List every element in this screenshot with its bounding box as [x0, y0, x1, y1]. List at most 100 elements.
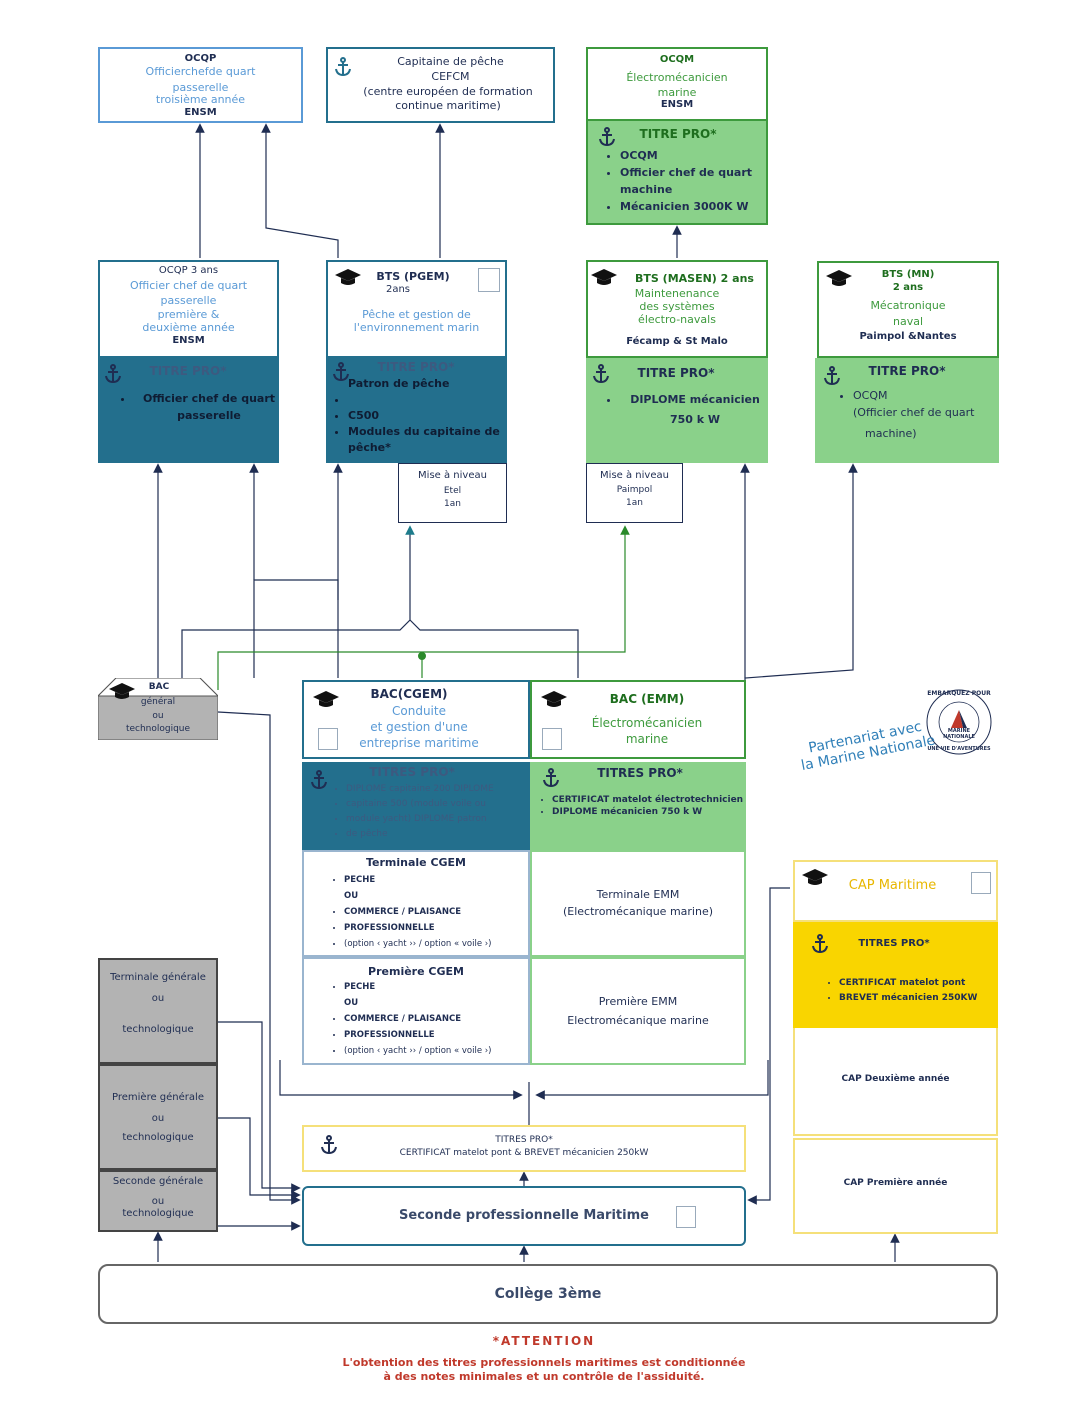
- cap-titre-head: TITRES PRO*: [858, 938, 930, 949]
- prem-gen-line-1: Première générale: [112, 1092, 204, 1103]
- ocqp-titre-head: TITRE PRO*: [149, 364, 227, 378]
- term-gen-line-3: technologique: [122, 1024, 194, 1035]
- ocqp-titre-list: Officier chef de quart passerelle: [116, 390, 284, 424]
- bts-mn-box: BTS (MN) 2 ans Mécatronique naval Paimpo…: [817, 261, 999, 358]
- list-item: PROFESSIONNELLE: [344, 1027, 549, 1043]
- list-item: Modules du capitaine de pêche*: [348, 424, 523, 456]
- list-item: module yacht) DIPLOME patron: [346, 812, 546, 827]
- bac-emm-titre-head: TITRES PRO*: [597, 766, 683, 780]
- graduation-cap-icon: [313, 691, 339, 707]
- list-item: OCQM: [620, 147, 780, 164]
- bac-cgem-titre-list: DIPLOME capitaine 200 DIPLOME capitaine …: [328, 782, 546, 842]
- ocqm-subtitle-2: marine: [657, 86, 697, 99]
- bts-pgem-titre-head: TITRE PRO*: [377, 360, 455, 374]
- graduation-cap-icon: [826, 270, 852, 286]
- bac-emm-titre-box: TITRES PRO* CERTIFICAT matelot électrote…: [530, 762, 746, 850]
- college-label: Collège 3ème: [494, 1286, 602, 1302]
- anchor-icon: [333, 362, 349, 382]
- list-item: [348, 392, 523, 408]
- ocqp3-years-2: deuxième année: [142, 321, 235, 334]
- lycee-logo: [676, 1206, 696, 1228]
- bts-masen-sub-2: des systèmes: [639, 300, 715, 313]
- lycee-logo: [478, 268, 500, 292]
- list-item: OU: [344, 998, 359, 1008]
- mise-niveau-etel-box: Mise à niveau Etel 1an: [398, 463, 507, 523]
- ocqp-school: ENSM: [184, 107, 217, 118]
- list-item: DIPLOME capitaine 200 DIPLOME: [346, 782, 546, 797]
- bts-mn-item-desc-1: (Officier chef de quart: [853, 406, 975, 419]
- bac-cgem-title: BAC(CGEM): [370, 687, 448, 701]
- ocqp3-school: ENSM: [172, 335, 205, 346]
- bts-masen-title: BTS (MASEN) 2 ans: [635, 272, 754, 285]
- attention-line-2: à des notes minimales et un contrôle de …: [383, 1370, 705, 1383]
- list-item: OCQM: [853, 386, 1013, 406]
- bac-cgem-titre-box: TITRES PRO* DIPLOME capitaine 200 DIPLOM…: [302, 762, 530, 850]
- list-item: OU: [344, 891, 359, 901]
- terminale-emm-box: Terminale EMM (Electromécanique marine): [530, 850, 746, 957]
- bts-mn-item-desc-2: machine): [865, 427, 917, 440]
- ocqm-titre-pro-box: TITRE PRO* OCQM Officier chef de quart m…: [586, 121, 768, 225]
- badge-center-text: MARINE NATIONALE: [943, 728, 975, 740]
- bac-gen-title: BAC: [148, 682, 170, 692]
- list-item: CERTIFICAT matelot pont: [839, 976, 1014, 991]
- bts-mn-titre-head: TITRE PRO*: [868, 364, 946, 378]
- cap-y1-label: CAP Première année: [843, 1178, 948, 1188]
- ocqp-3ans-box: OCQP 3 ans Officier chef de quart passer…: [98, 260, 279, 358]
- premiere-cgem-title: Première CGEM: [368, 965, 464, 978]
- graduation-cap-icon: [541, 691, 567, 707]
- mise-paimpol-place: Paimpol: [616, 485, 653, 495]
- seconde-generale-box: Seconde générale ou technologique: [98, 1170, 218, 1232]
- sec-gen-line-2: ou: [151, 1196, 165, 1207]
- capitaine-peche-box: Capitaine de pêche CEFCM (centre europée…: [326, 47, 555, 123]
- bts-masen-titre-head: TITRE PRO*: [637, 366, 715, 380]
- ocqm-school: ENSM: [660, 99, 694, 110]
- prem-gen-line-3: technologique: [122, 1132, 194, 1143]
- list-item: capitaine 500 (module voile ou: [346, 797, 546, 812]
- lycee-logo: [318, 728, 338, 750]
- marine-badge-icon: [926, 689, 992, 755]
- ocqm-top-box: OCQM Électromécanicien marine ENSM: [586, 47, 768, 121]
- bts-mn-title: BTS (MN): [881, 269, 935, 280]
- bts-masen-sub-1: Maintenenance: [634, 287, 720, 300]
- list-item: DIPLOME mécanicien 750 k W: [620, 390, 770, 430]
- college-box: Collège 3ème: [98, 1264, 998, 1324]
- ocqp3-line: passerelle: [160, 294, 217, 307]
- list-item: DIPLOME mécanicien 750 k W: [552, 806, 764, 818]
- seconde-pro-box: Seconde professionnelle Maritime: [302, 1186, 746, 1246]
- sec-gen-line-3: technologique: [122, 1208, 194, 1219]
- mise-niveau-paimpol-box: Mise à niveau Paimpol 1an: [586, 463, 683, 523]
- anchor-icon: [335, 57, 351, 77]
- ocqp3-years-1: première &: [157, 308, 220, 321]
- list-item: de pêche: [346, 827, 546, 842]
- badge-top-text: EMBARQUEZ POUR: [927, 690, 991, 697]
- terminale-emm-sub: (Electromécanique marine): [562, 905, 714, 918]
- sec-gen-line-1: Seconde générale: [112, 1176, 204, 1187]
- mise-etel-title: Mise à niveau: [418, 470, 487, 481]
- term-gen-line-1: Terminale générale: [110, 972, 206, 983]
- bts-mn-titre-list: OCQM: [835, 386, 1013, 406]
- terminale-cgem-list: PECHE OU COMMERCE / PLAISANCE PROFESSION…: [326, 872, 549, 952]
- bac-emm-title: BAC (EMM): [609, 692, 685, 706]
- ocqm-titre-head: TITRE PRO*: [639, 127, 717, 141]
- bac-cgem-titre-head: TITRES PRO*: [369, 765, 455, 779]
- cap-title: CAP Maritime: [848, 878, 937, 893]
- seconde-titre-box: TITRES PRO* CERTIFICAT matelot pont & BR…: [302, 1125, 746, 1172]
- ocqp-third-year-box: OCQP Officierchefde quart passerelle tro…: [98, 47, 303, 123]
- bts-masen-titre-list: DIPLOME mécanicien 750 k W: [602, 390, 770, 430]
- list-item: PROFESSIONNELLE: [344, 920, 549, 936]
- list-item: C500: [348, 408, 523, 424]
- bts-mn-titre-box: TITRE PRO* OCQM (Officier chef de quart …: [815, 358, 999, 463]
- list-item: CERTIFICAT matelot électrotechnicien: [552, 794, 764, 806]
- term-gen-line-2: ou: [151, 993, 165, 1004]
- graduation-cap-icon: [109, 683, 135, 699]
- list-item: Mécanicien 3000K W: [620, 198, 780, 215]
- ocqp-subtitle: Officierchefde quart: [145, 65, 256, 78]
- list-item: PECHE: [344, 872, 549, 888]
- bac-gen-line-2: ou: [152, 711, 164, 721]
- lycee-logo: [971, 872, 991, 894]
- bts-masen-titre-box: TITRE PRO* DIPLOME mécanicien 750 k W: [586, 358, 768, 463]
- terminale-generale-box: Terminale générale ou technologique: [98, 958, 218, 1064]
- terminale-emm-title: Terminale EMM: [596, 888, 680, 901]
- anchor-icon: [543, 768, 559, 788]
- anchor-icon: [812, 934, 828, 954]
